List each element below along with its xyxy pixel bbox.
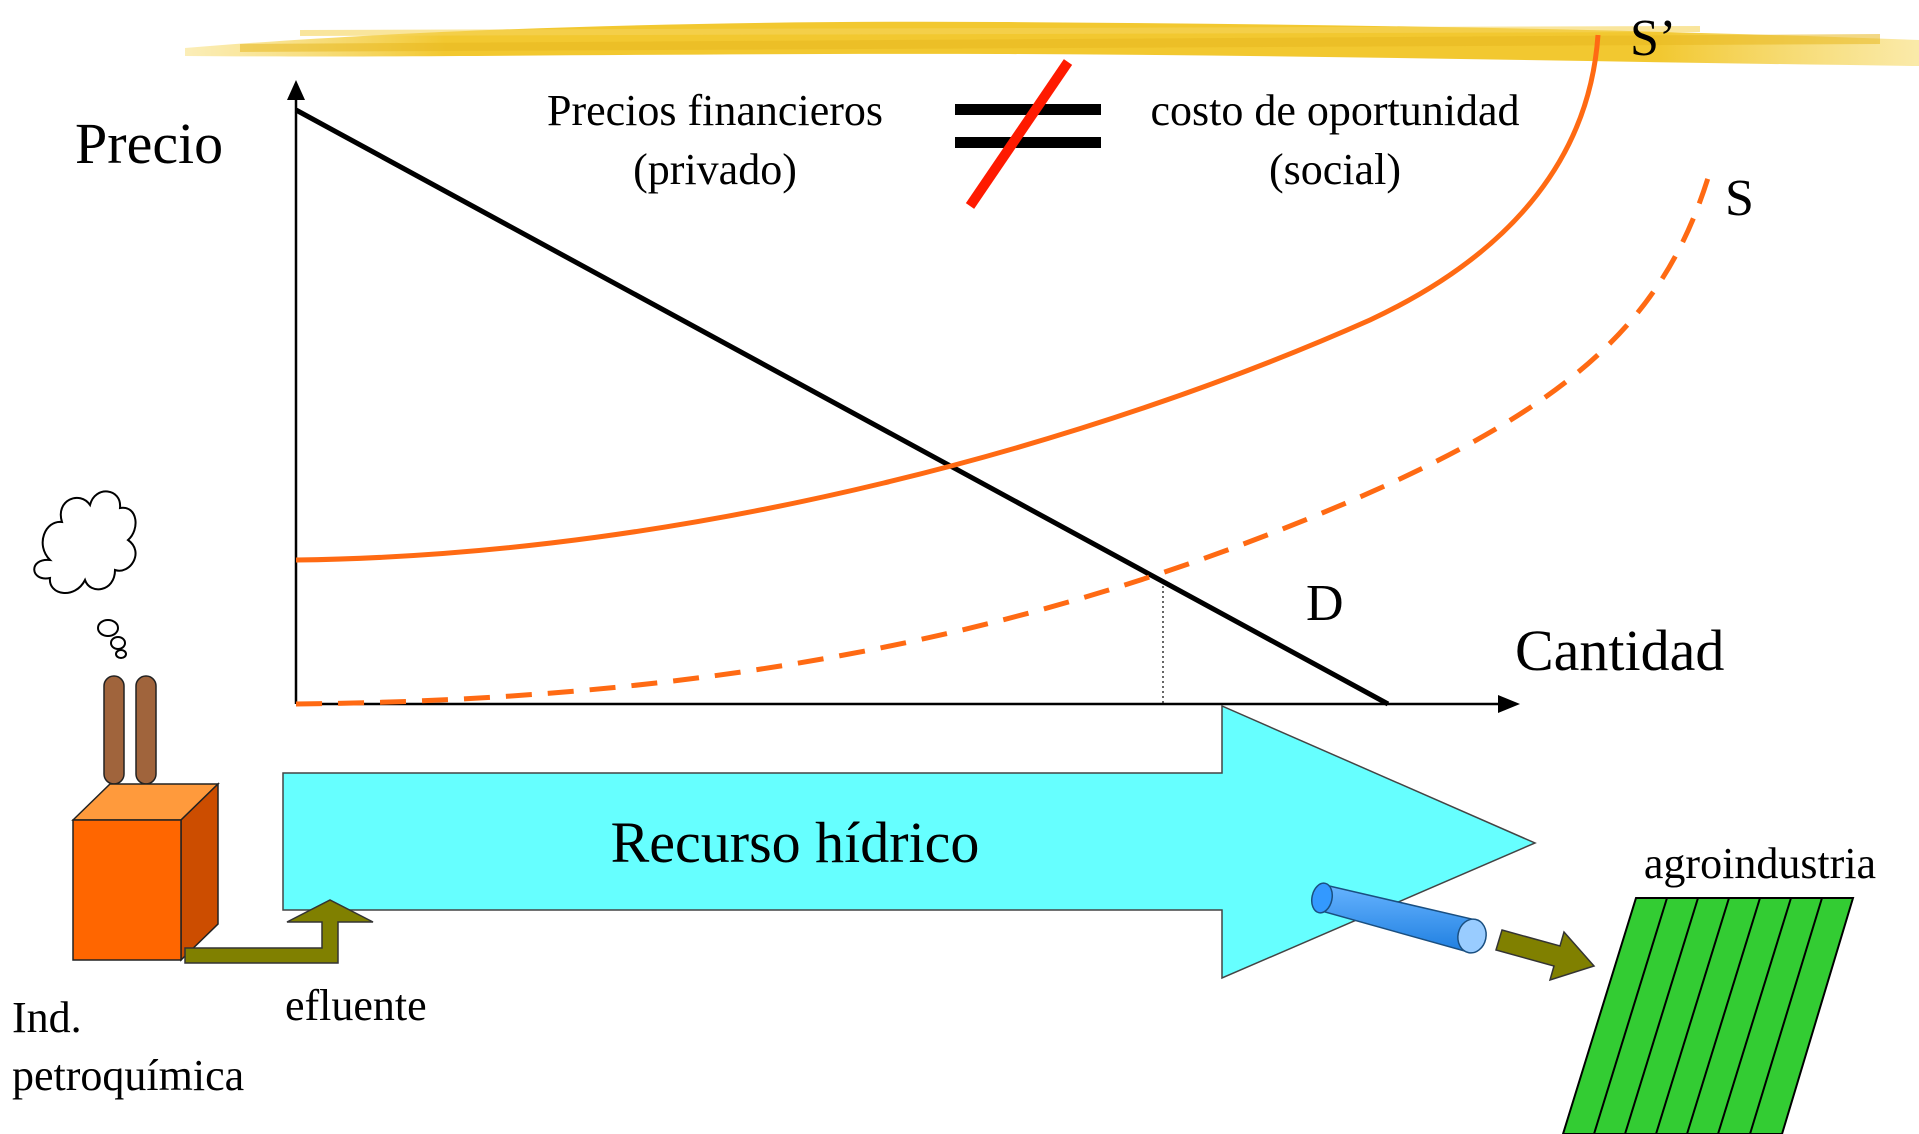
demand-curve [294, 107, 1390, 707]
demand-label: D [1306, 575, 1344, 632]
factory-label-line2: petroquímica [12, 1051, 244, 1100]
private-supply-curve [295, 177, 1711, 707]
private-supply-label: S [1725, 170, 1754, 227]
chimney-left [103, 675, 125, 785]
pipe-icon [1310, 882, 1487, 954]
field-icon [1561, 897, 1855, 1134]
not-equal-icon [955, 59, 1101, 209]
factory-icon [71, 675, 220, 962]
effluent-label: efluente [285, 981, 427, 1030]
highlighter-band [185, 21, 1919, 66]
y-axis-arrowhead [287, 80, 305, 100]
private-label: (privado) [633, 145, 797, 194]
social-supply-label: S’ [1630, 10, 1676, 67]
financial-prices-label: Precios financieros [547, 86, 883, 135]
agroindustry-label: agroindustria [1644, 839, 1876, 888]
y-axis-label: Precio [75, 111, 223, 176]
social-supply-curve [295, 34, 1601, 563]
x-axis-label: Cantidad [1515, 618, 1724, 683]
chimney-right [135, 675, 157, 785]
opportunity-cost-label: costo de oportunidad [1150, 86, 1519, 135]
irrigation-arrow [1495, 929, 1596, 982]
social-label: (social) [1269, 145, 1401, 194]
chart-axes [287, 80, 1520, 713]
water-resource-label: Recurso hídrico [611, 810, 980, 875]
x-axis-arrowhead [1498, 695, 1520, 713]
effluent-arrow [184, 899, 374, 964]
factory-label-line1: Ind. [12, 993, 82, 1042]
smoke-cloud-icon [33, 490, 137, 659]
